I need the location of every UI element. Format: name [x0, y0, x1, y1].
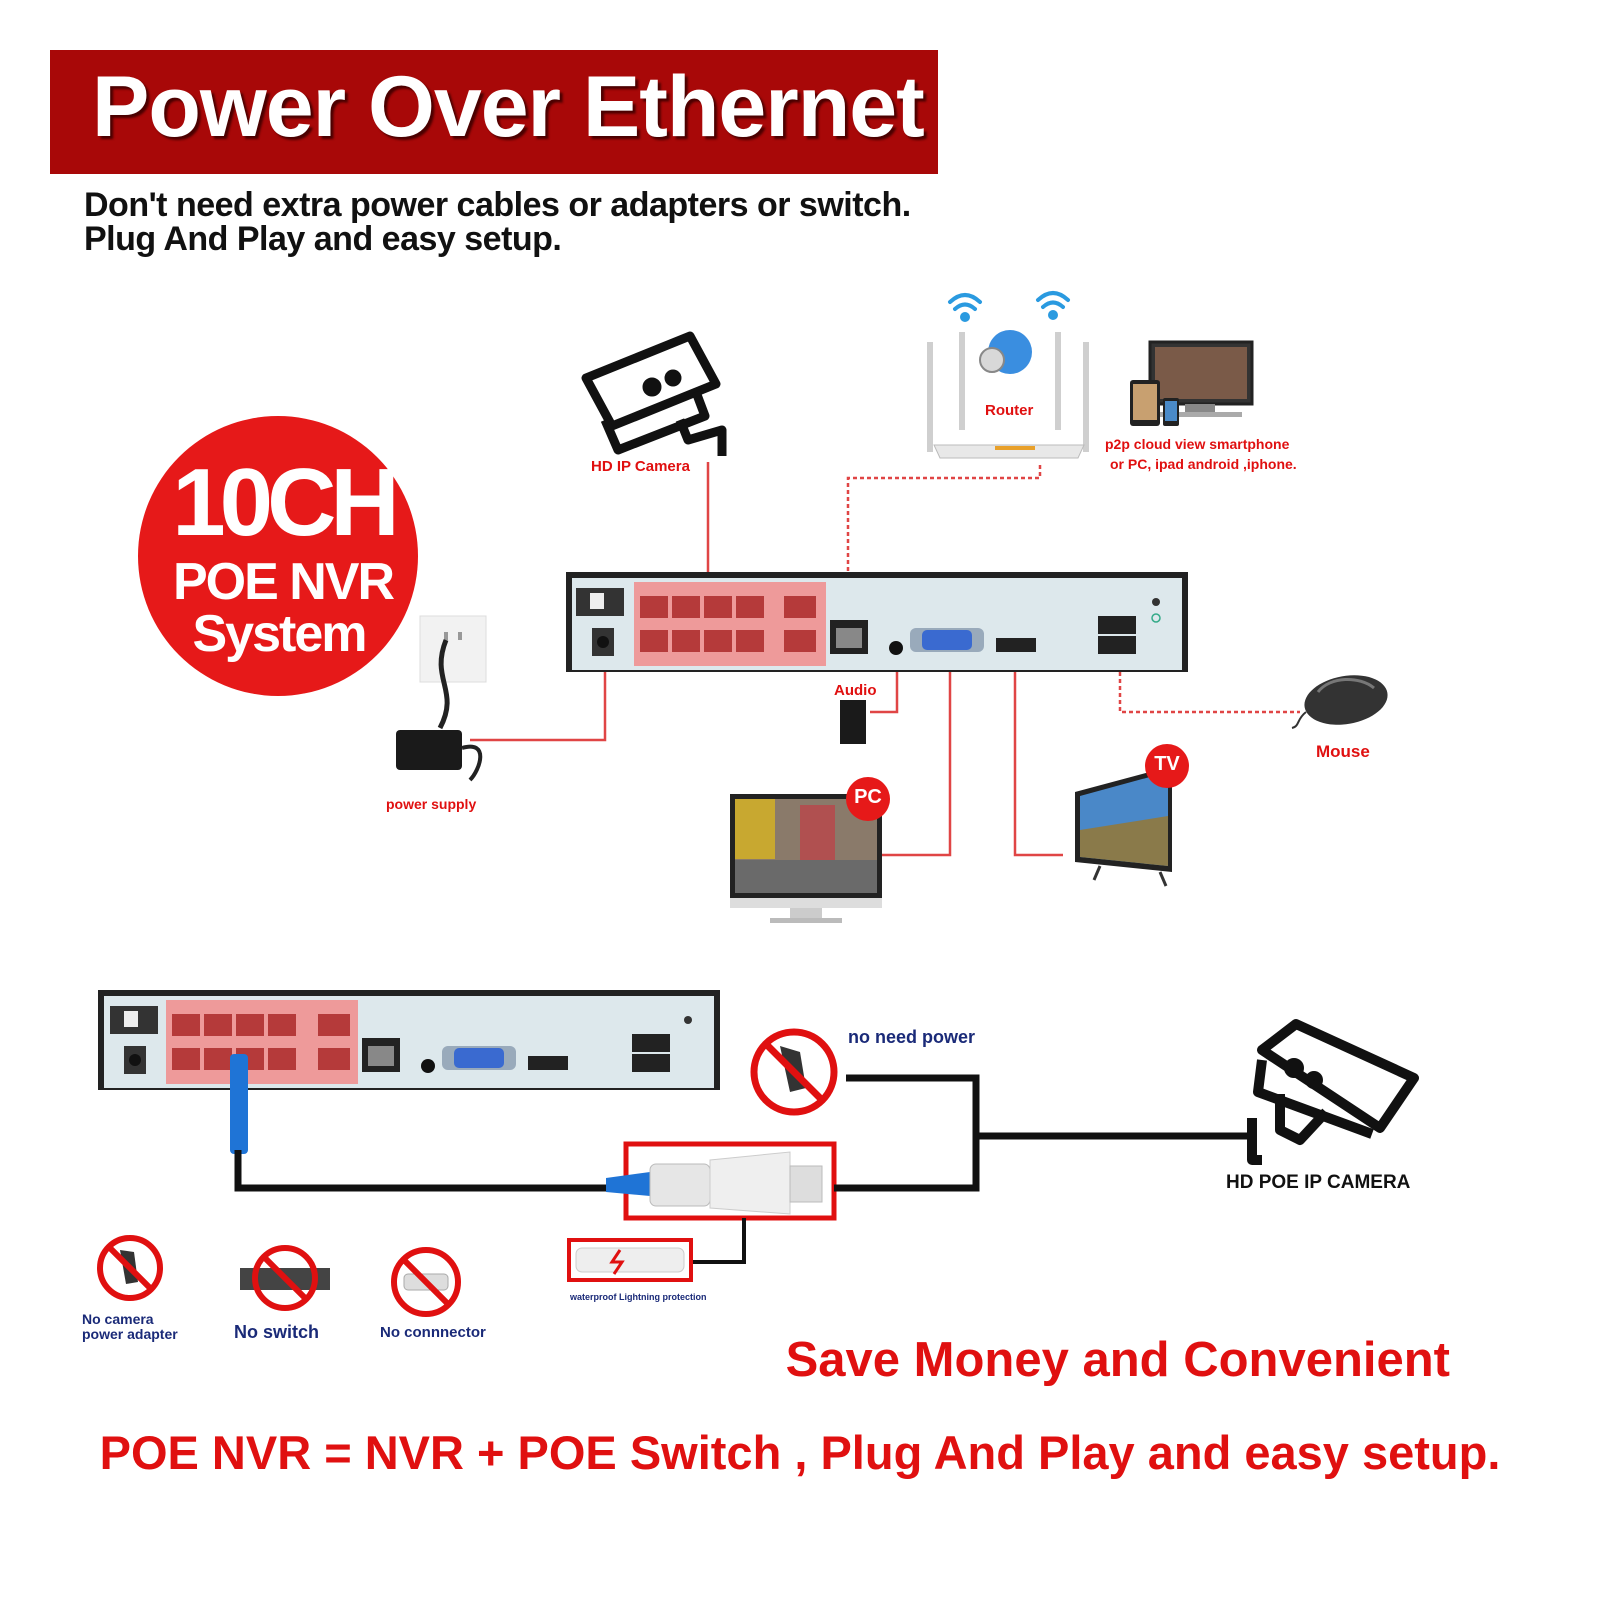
no-item-line-1: No camera: [82, 1311, 154, 1327]
label-audio: Audio: [834, 682, 877, 699]
label-router: Router: [985, 402, 1034, 419]
speaker-icon: [840, 700, 866, 744]
wifi-icon: [1036, 291, 1070, 320]
subtitle-line-1: Don't need extra power cables or adapter…: [84, 186, 911, 224]
label-waterproof: waterproof Lightning protection: [570, 1292, 707, 1302]
footer-equation: POE NVR = NVR + POE Switch , Plug And Pl…: [99, 1426, 1501, 1479]
devices-icon: [1130, 340, 1254, 426]
prohibited-icon: [240, 1245, 330, 1311]
badge-line-1: 10CH: [172, 449, 399, 556]
wifi-icon: [948, 293, 982, 322]
label-no-camera-adapter: No camera power adapter: [82, 1312, 178, 1342]
label-power-supply: power supply: [386, 796, 477, 812]
mouse-icon: [1291, 675, 1388, 729]
label-hd-ip-camera: HD IP Camera: [591, 458, 690, 475]
footer-headline: Save Money and Convenient: [785, 1333, 1450, 1387]
connection-lines: [470, 462, 1300, 857]
tv-icon: [1075, 766, 1172, 887]
badge-line-2: POE NVR: [172, 553, 395, 611]
label-no-need-power: no need power: [848, 1027, 976, 1047]
label-p2p-line-2: or PC, ipad android ,iphone.: [1110, 456, 1297, 472]
label-no-switch: No switch: [234, 1322, 320, 1342]
prohibited-icon: [750, 1028, 838, 1116]
prohibited-icon: [391, 1247, 461, 1317]
label-pc: PC: [854, 786, 882, 808]
label-mouse: Mouse: [1316, 742, 1370, 761]
tv-badge: [1145, 744, 1189, 788]
page-title: Power Over Ethernet: [92, 59, 925, 155]
title-banner: [50, 50, 938, 174]
ethernet-cable: [234, 1150, 606, 1192]
label-p2p-line-1: p2p cloud view smartphone: [1105, 436, 1290, 452]
label-tv: TV: [1154, 753, 1180, 775]
camera-icon: [1247, 1019, 1419, 1165]
no-item-line-2: power adapter: [82, 1326, 178, 1342]
system-badge: [138, 416, 418, 696]
label-hd-poe-ip-camera: HD POE IP CAMERA: [1226, 1172, 1411, 1193]
subtitle-line-2: Plug And Play and easy setup.: [84, 220, 562, 258]
nvr-device-bottom: [98, 990, 720, 1090]
pc-badge: [846, 777, 890, 821]
camera-icon: [581, 331, 727, 456]
rj45-connector-icon: [230, 1054, 248, 1154]
nvr-device: [566, 572, 1188, 672]
prohibited-icon: [97, 1235, 163, 1301]
cable-connector-icon: [606, 1151, 823, 1215]
power-adapter-icon: [396, 615, 487, 782]
label-no-connector: No connnector: [380, 1324, 486, 1341]
router-icon: [927, 330, 1089, 459]
badge-line-3: System: [192, 605, 368, 663]
